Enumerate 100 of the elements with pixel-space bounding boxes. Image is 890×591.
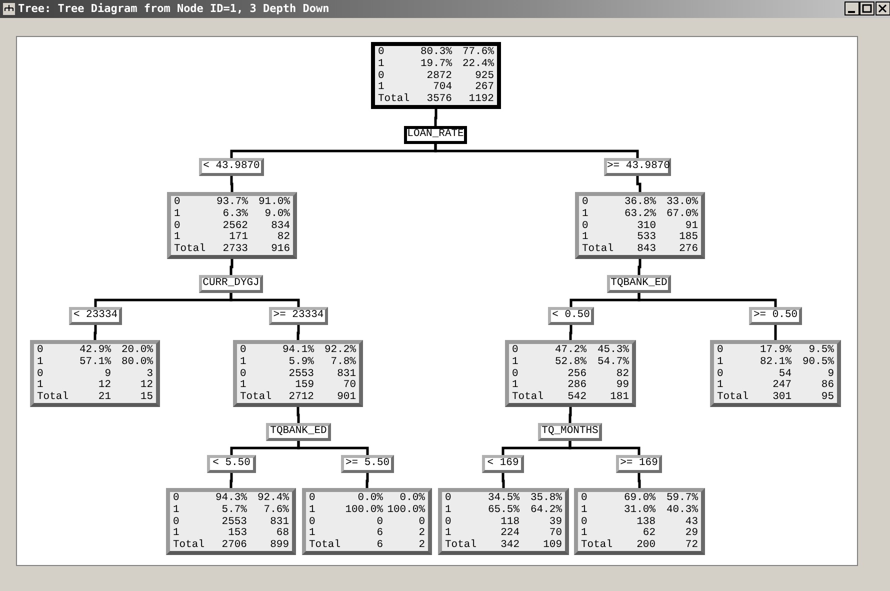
stat-value: 1192 bbox=[468, 94, 494, 106]
row-label: 1 bbox=[173, 528, 180, 540]
stat-value: 0 bbox=[376, 516, 383, 528]
stat-value: 86 bbox=[820, 380, 834, 392]
stat-value: 100.0% bbox=[344, 504, 383, 517]
row-label: Total bbox=[309, 540, 341, 552]
stat-value: 2553 bbox=[288, 368, 314, 380]
stat-value: 256 bbox=[566, 368, 586, 380]
row-label: 1 bbox=[174, 232, 180, 244]
stat-value: 54.7% bbox=[596, 356, 629, 369]
split-variable-box: TQ_MONTHS bbox=[538, 423, 602, 441]
tree-branch-line bbox=[638, 293, 777, 307]
stat-value: 109 bbox=[542, 540, 562, 552]
stat-value: 3576 bbox=[426, 94, 452, 106]
stat-value: 2553 bbox=[220, 516, 247, 528]
stat-value: 42.9% bbox=[78, 345, 111, 357]
stat-value: 159 bbox=[294, 380, 314, 392]
stat-value: 301 bbox=[772, 392, 792, 404]
stat-value: 7.8% bbox=[330, 356, 356, 369]
window-title: Tree: Tree Diagram from Node ID=1, 3 Depth Down bbox=[18, 2, 330, 15]
stat-value: 43 bbox=[684, 516, 698, 528]
row-label: 0 bbox=[717, 368, 724, 380]
tree-branch-line bbox=[434, 109, 438, 126]
stat-value: 2712 bbox=[288, 392, 314, 404]
split-condition-box: < 0.50 bbox=[548, 307, 594, 325]
split-variable-box: TQBANK_ED bbox=[607, 275, 671, 293]
tree-branch-line bbox=[774, 325, 777, 340]
stat-value: 901 bbox=[336, 392, 356, 404]
row-label: 1 bbox=[378, 58, 386, 71]
stat-value: 200 bbox=[636, 540, 656, 552]
row-label: 0 bbox=[309, 493, 316, 505]
stat-value: 0.0% bbox=[398, 493, 425, 505]
row-label: 0 bbox=[240, 368, 248, 380]
stat-value: 9.0% bbox=[264, 208, 290, 221]
tree-branch-line bbox=[366, 473, 369, 488]
split-condition-box: >= 169 bbox=[616, 455, 662, 473]
tree-branch-line bbox=[94, 325, 97, 340]
stat-value: 181 bbox=[609, 392, 629, 404]
row-label: 0 bbox=[581, 493, 588, 505]
split-condition-box: < 169 bbox=[482, 455, 524, 473]
tree-branch-line bbox=[638, 473, 641, 488]
stat-value: 6 bbox=[376, 528, 383, 540]
stat-value: 45.3% bbox=[596, 345, 629, 357]
row-label: 1 bbox=[174, 208, 182, 221]
stat-value: 2 bbox=[418, 528, 425, 540]
stat-value: 310 bbox=[636, 220, 656, 232]
node-stats-box bbox=[575, 192, 705, 259]
stat-value: 153 bbox=[227, 528, 247, 540]
stat-value: 62 bbox=[642, 528, 656, 540]
split-condition-box: < 23334 bbox=[69, 307, 122, 325]
stat-value: 69.0% bbox=[622, 493, 656, 505]
tree-branch-line bbox=[230, 176, 234, 192]
stat-value: 15 bbox=[139, 392, 153, 404]
stat-value: 185 bbox=[678, 232, 698, 244]
node-stats-box bbox=[574, 488, 705, 555]
stat-value: 17.9% bbox=[758, 345, 792, 357]
node-stats-box bbox=[710, 340, 841, 407]
stat-value: 276 bbox=[678, 244, 698, 256]
row-label: 1 bbox=[240, 380, 246, 392]
stat-value: 21 bbox=[97, 392, 111, 404]
row-label: 0 bbox=[378, 47, 386, 59]
row-label: 1 bbox=[173, 504, 180, 517]
stat-value: 342 bbox=[500, 540, 520, 552]
stat-value: 2733 bbox=[222, 244, 248, 256]
stat-value: 843 bbox=[636, 244, 656, 256]
stat-value: 2706 bbox=[220, 540, 247, 552]
row-label: 0 bbox=[581, 516, 588, 528]
split-condition-box: >= 23334 bbox=[269, 307, 328, 325]
stat-value: 6 bbox=[376, 540, 383, 552]
row-label: 1 bbox=[717, 380, 724, 392]
row-label: 0 bbox=[512, 368, 520, 380]
stat-value: 171 bbox=[228, 232, 248, 244]
stat-value: 80.3% bbox=[419, 47, 452, 59]
row-label: 0 bbox=[37, 368, 44, 380]
row-label: Total bbox=[37, 392, 69, 404]
row-label: 1 bbox=[378, 82, 384, 94]
stat-value: 36.8% bbox=[623, 197, 656, 209]
stat-value: 3 bbox=[146, 368, 153, 380]
node-stats-box bbox=[438, 488, 569, 555]
row-label: 1 bbox=[37, 356, 44, 369]
node-stats-box bbox=[371, 42, 501, 109]
stat-value: 70 bbox=[342, 380, 356, 392]
stat-value: 82.1% bbox=[758, 356, 792, 369]
tree-branch-line bbox=[296, 407, 300, 423]
stat-value: 925 bbox=[474, 70, 494, 82]
row-label: 0 bbox=[582, 220, 590, 232]
row-label: Total bbox=[240, 392, 272, 404]
stat-value: 916 bbox=[270, 244, 290, 256]
stat-value: 91 bbox=[684, 220, 698, 232]
stat-value: 82 bbox=[276, 232, 290, 244]
stat-value: 12 bbox=[97, 380, 111, 392]
stat-value: 64.2% bbox=[529, 504, 562, 517]
split-condition-box: < 43.9870 bbox=[199, 158, 264, 176]
stat-value: 286 bbox=[566, 380, 586, 392]
stat-value: 138 bbox=[636, 516, 656, 528]
stat-value: 34.5% bbox=[486, 493, 520, 505]
stat-value: 95 bbox=[820, 392, 834, 404]
stat-value: 20.0% bbox=[120, 345, 153, 357]
node-stats-box bbox=[30, 340, 160, 407]
stat-value: 80.0% bbox=[120, 356, 153, 369]
